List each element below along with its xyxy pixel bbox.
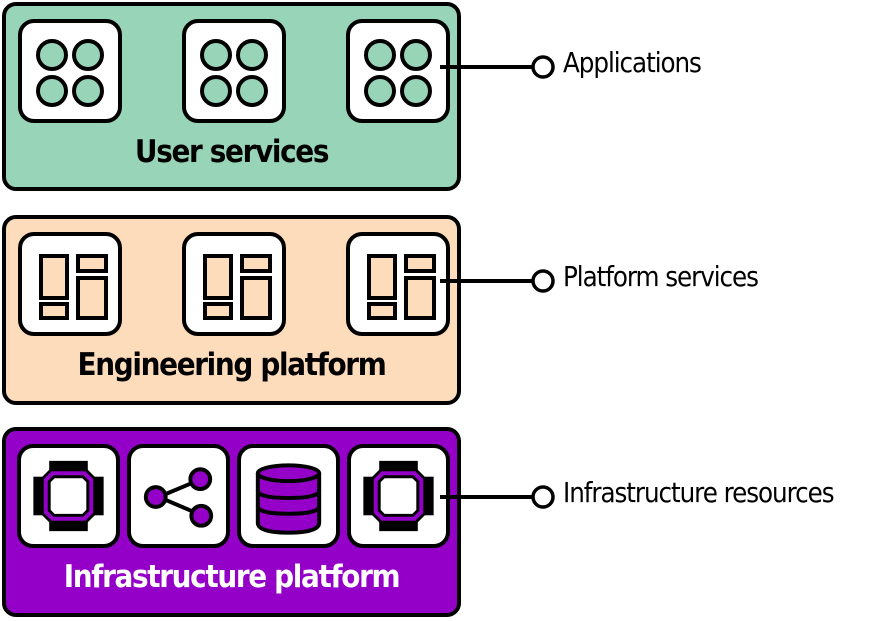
- platform-service-tile: [182, 232, 286, 336]
- layer-title: User services: [134, 134, 330, 170]
- cpu-chip-icon: [363, 460, 434, 532]
- app-grid-icon: [36, 39, 104, 107]
- platform-service-tile: [346, 232, 450, 336]
- infrastructure-resources-connector: [440, 485, 555, 509]
- network-share-icon: [143, 467, 214, 528]
- infrastructure-resource-tile: [17, 444, 120, 548]
- dashboard-layout-icon: [203, 254, 272, 320]
- infrastructure-resource-tile: [237, 444, 340, 548]
- platform-services-connector: [440, 269, 555, 293]
- dashboard-layout-icon: [39, 254, 108, 320]
- app-grid-icon: [200, 39, 268, 107]
- platform-services-label: Platform services: [563, 260, 759, 293]
- user-services-layer: User services: [2, 2, 461, 191]
- dashboard-layout-icon: [367, 254, 436, 320]
- layer-title: Engineering platform: [77, 347, 387, 383]
- infrastructure-resource-tile: [127, 444, 230, 548]
- connector-node-icon: [531, 485, 555, 509]
- infrastructure-resources-label: Infrastructure resources: [563, 476, 835, 509]
- cpu-chip-icon: [33, 460, 104, 532]
- connector-node-icon: [531, 269, 555, 293]
- user-service-tile: [182, 19, 286, 123]
- platform-service-tile: [18, 232, 122, 336]
- engineering-platform-layer: Engineering platform: [2, 215, 461, 405]
- database-icon: [255, 463, 322, 535]
- applications-label: Applications: [563, 46, 702, 79]
- infrastructure-resource-tile: [347, 444, 450, 548]
- user-service-tile: [18, 19, 122, 123]
- layer-title: Infrastructure platform: [63, 559, 401, 595]
- infrastructure-platform-layer: Infrastructure platform: [2, 427, 461, 617]
- connector-node-icon: [531, 55, 555, 79]
- app-grid-icon: [364, 39, 432, 107]
- user-service-tile: [346, 19, 450, 123]
- applications-connector: [440, 55, 555, 79]
